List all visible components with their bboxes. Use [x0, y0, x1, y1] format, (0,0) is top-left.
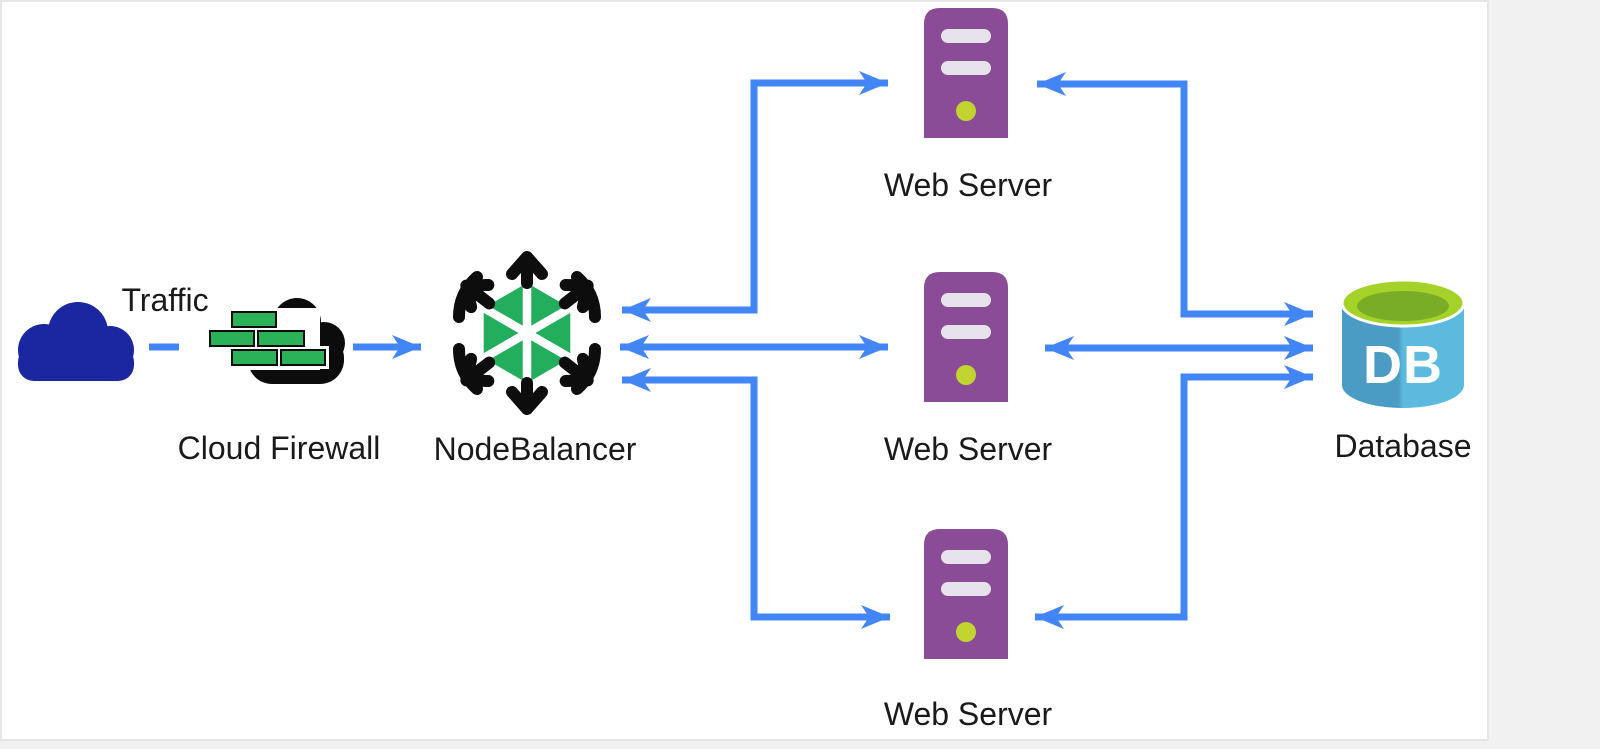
edge-nodebalancer-webserver-bottom	[622, 368, 890, 629]
database-body	[1342, 303, 1464, 408]
web-server-bottom-label: Web Server	[883, 696, 1053, 732]
diagram-canvas: DB Traffic Cloud Firewall NodeBalancer W…	[0, 0, 1489, 741]
firewall-bricks	[209, 311, 326, 366]
nodebalancer-icon	[453, 251, 601, 415]
edge-nodebalancer-webserver-top	[622, 71, 888, 322]
database-top-inner	[1357, 291, 1449, 321]
web-server-top-icon	[924, 8, 1008, 138]
nodebalancer-label: NodeBalancer	[433, 431, 637, 467]
database-label: Database	[1334, 428, 1472, 464]
nodebalancer-spokes	[481, 283, 573, 383]
web-server-middle-icon	[924, 272, 1008, 402]
cloud-firewall-label: Cloud Firewall	[177, 430, 381, 466]
web-server-bottom-icon	[924, 529, 1008, 659]
web-server-middle-label: Web Server	[883, 431, 1053, 467]
traffic-label: Traffic	[121, 282, 209, 318]
web-server-top-label: Web Server	[883, 167, 1053, 203]
database-icon: DB	[1340, 278, 1466, 408]
traffic-cloud-icon	[18, 302, 134, 381]
edge-webserver-top-database	[1037, 72, 1313, 326]
cloud-firewall-icon	[202, 298, 345, 384]
nodebalancer-arrows	[453, 251, 601, 415]
diagram-svg: DB	[18, 8, 1466, 659]
edge-webserver-bottom-database	[1035, 365, 1313, 629]
edges	[149, 71, 1313, 629]
database-icon-text: DB	[1363, 335, 1443, 395]
